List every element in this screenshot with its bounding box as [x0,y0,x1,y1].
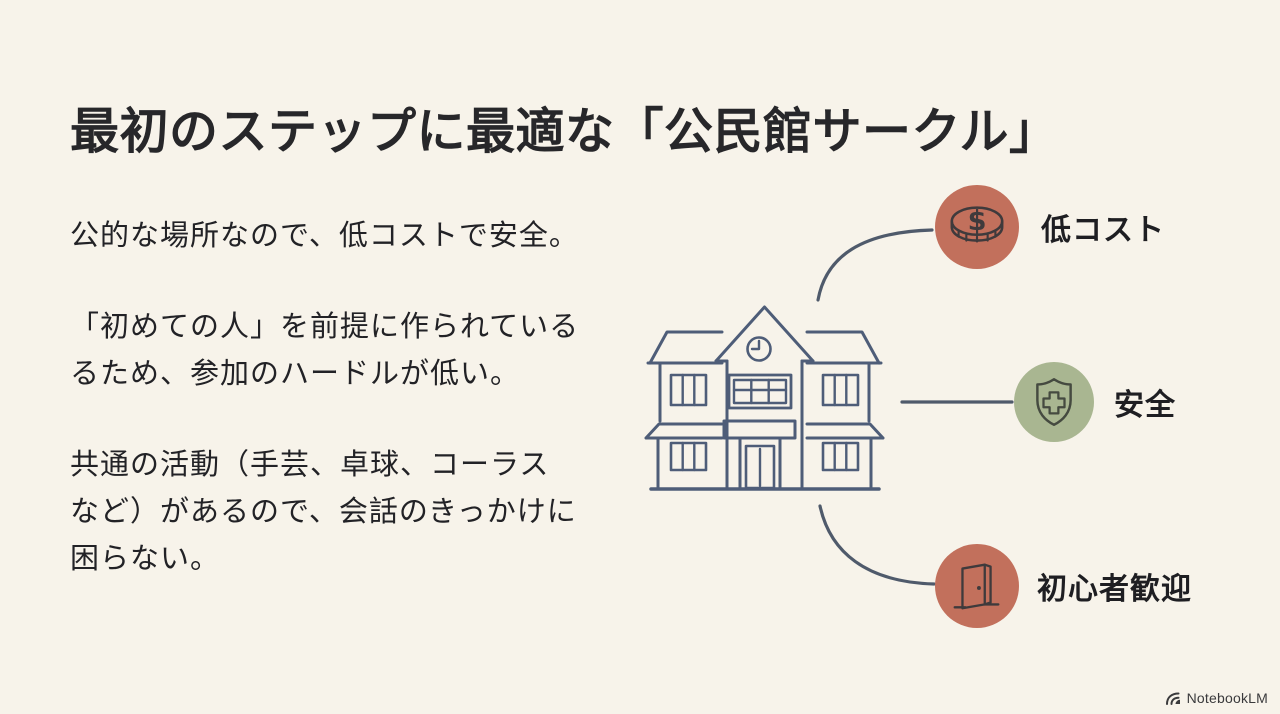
paragraph: 「初めての人」を前提に作られている るため、参加のハードルが低い。 [70,304,630,398]
diagram-node-safe: 安全 [1014,362,1176,442]
community-center-building-illustration [644,305,885,491]
paragraph-line: 「初めての人」を前提に作られている [70,311,580,343]
svg-text:$: $ [968,206,987,237]
notebooklm-logo-icon [1165,692,1180,705]
body-text: 公的な場所なので、低コストで安全。 「初めての人」を前提に作られている るため、… [70,213,630,583]
footer-brand: NotebookLM [1165,690,1268,706]
node-circle [1014,362,1094,442]
node-label: 低コスト [1041,214,1165,247]
paragraph: 公的な場所なので、低コストで安全。 [70,213,630,260]
node-circle [935,544,1019,628]
node-label: 初心者歓迎 [1037,573,1192,606]
paragraph-line: 共通の活動（手芸、卓球、コーラス [70,449,550,481]
dollar-coin-icon: $ [950,206,1004,243]
notebooklm-wordmark: NotebookLM [1186,690,1268,706]
paragraph-line: など）があるので、会話のきっかけに [70,496,577,528]
page-title: 最初のステップに最適な「公民館サークル」 [70,104,1059,159]
diagram-node-low-cost: $ 低コスト [935,185,1165,269]
node-circle: $ [935,185,1019,269]
shield-cross-icon [1036,378,1072,426]
connector-line-top [816,228,934,302]
open-door-icon [953,563,1000,610]
connector-line-bottom [818,504,936,586]
diagram-node-beginners-welcome: 初心者歓迎 [935,544,1192,628]
paragraph-line: 困らない。 [70,543,221,575]
paragraph: 共通の活動（手芸、卓球、コーラス など）があるので、会話のきっかけに 困らない。 [70,442,630,583]
node-label: 安全 [1114,389,1176,422]
paragraph-line: るため、参加のハードルが低い。 [70,358,521,390]
paragraph-line: 公的な場所なので、低コストで安全。 [70,220,579,252]
